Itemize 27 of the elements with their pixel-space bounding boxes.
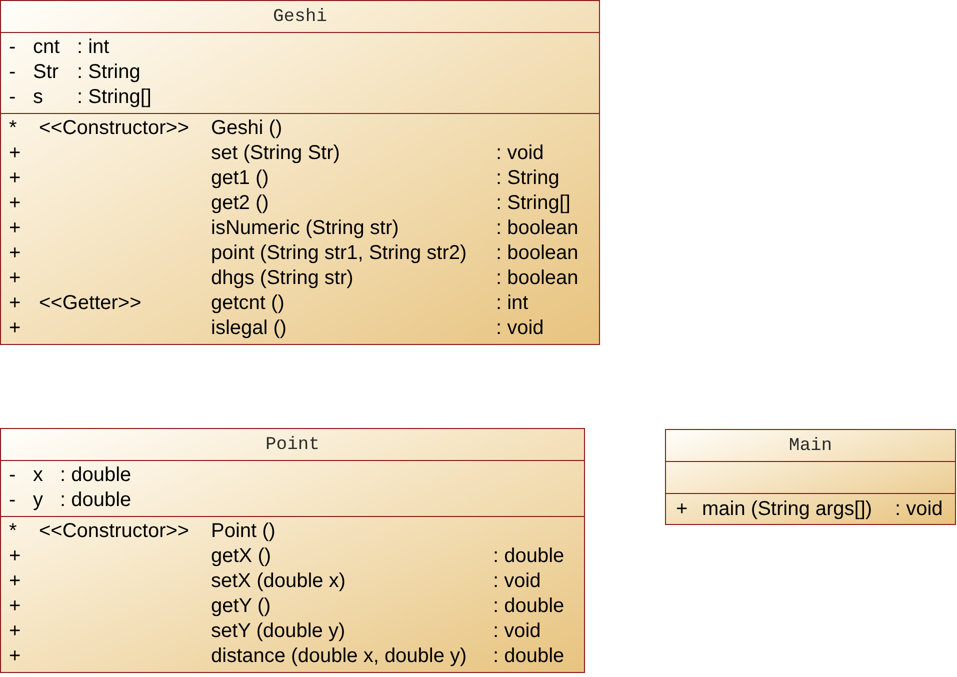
method-text: + distance (double x, double y) : double: [8, 644, 566, 669]
attribute-text: - y : double: [8, 488, 132, 513]
class-box: [0, 428, 585, 673]
attribute-text: - s : String[]: [8, 85, 152, 110]
method-text: + dhgs (String str) : boolean: [8, 266, 580, 291]
class-box: [665, 429, 956, 525]
attribute-text: - Str : String: [8, 60, 142, 85]
method-text: + islegal () : void: [8, 316, 545, 341]
class-name: Geshi: [272, 7, 327, 27]
method-text: + point (String str1, String str2) : boolean: [8, 241, 580, 266]
method-text: + set (String Str) : void: [8, 141, 545, 166]
method-text: * <<Constructor>> Point (): [8, 519, 276, 544]
method-text: + setY (double y) : void: [8, 619, 542, 644]
method-text: * <<Constructor>> Geshi (): [8, 116, 284, 141]
class-name: Main: [788, 436, 832, 456]
method-text: + getY () : double: [8, 594, 566, 619]
method-text: + get2 () : String[]: [8, 191, 572, 216]
method-text: + isNumeric (String str) : boolean: [8, 216, 580, 241]
method-text: + setX (double x) : void: [8, 569, 542, 594]
method-text: + getX () : double: [8, 544, 566, 569]
class-name: Point: [265, 435, 320, 455]
attribute-text: - cnt : int: [8, 35, 110, 60]
method-text: + <<Getter>> getcnt () : int: [8, 291, 530, 316]
method-text: + main (String args[]) : void: [675, 497, 944, 522]
class-box: [0, 0, 600, 345]
method-text: + get1 () : String: [8, 166, 560, 191]
attribute-text: - x : double: [8, 463, 132, 488]
